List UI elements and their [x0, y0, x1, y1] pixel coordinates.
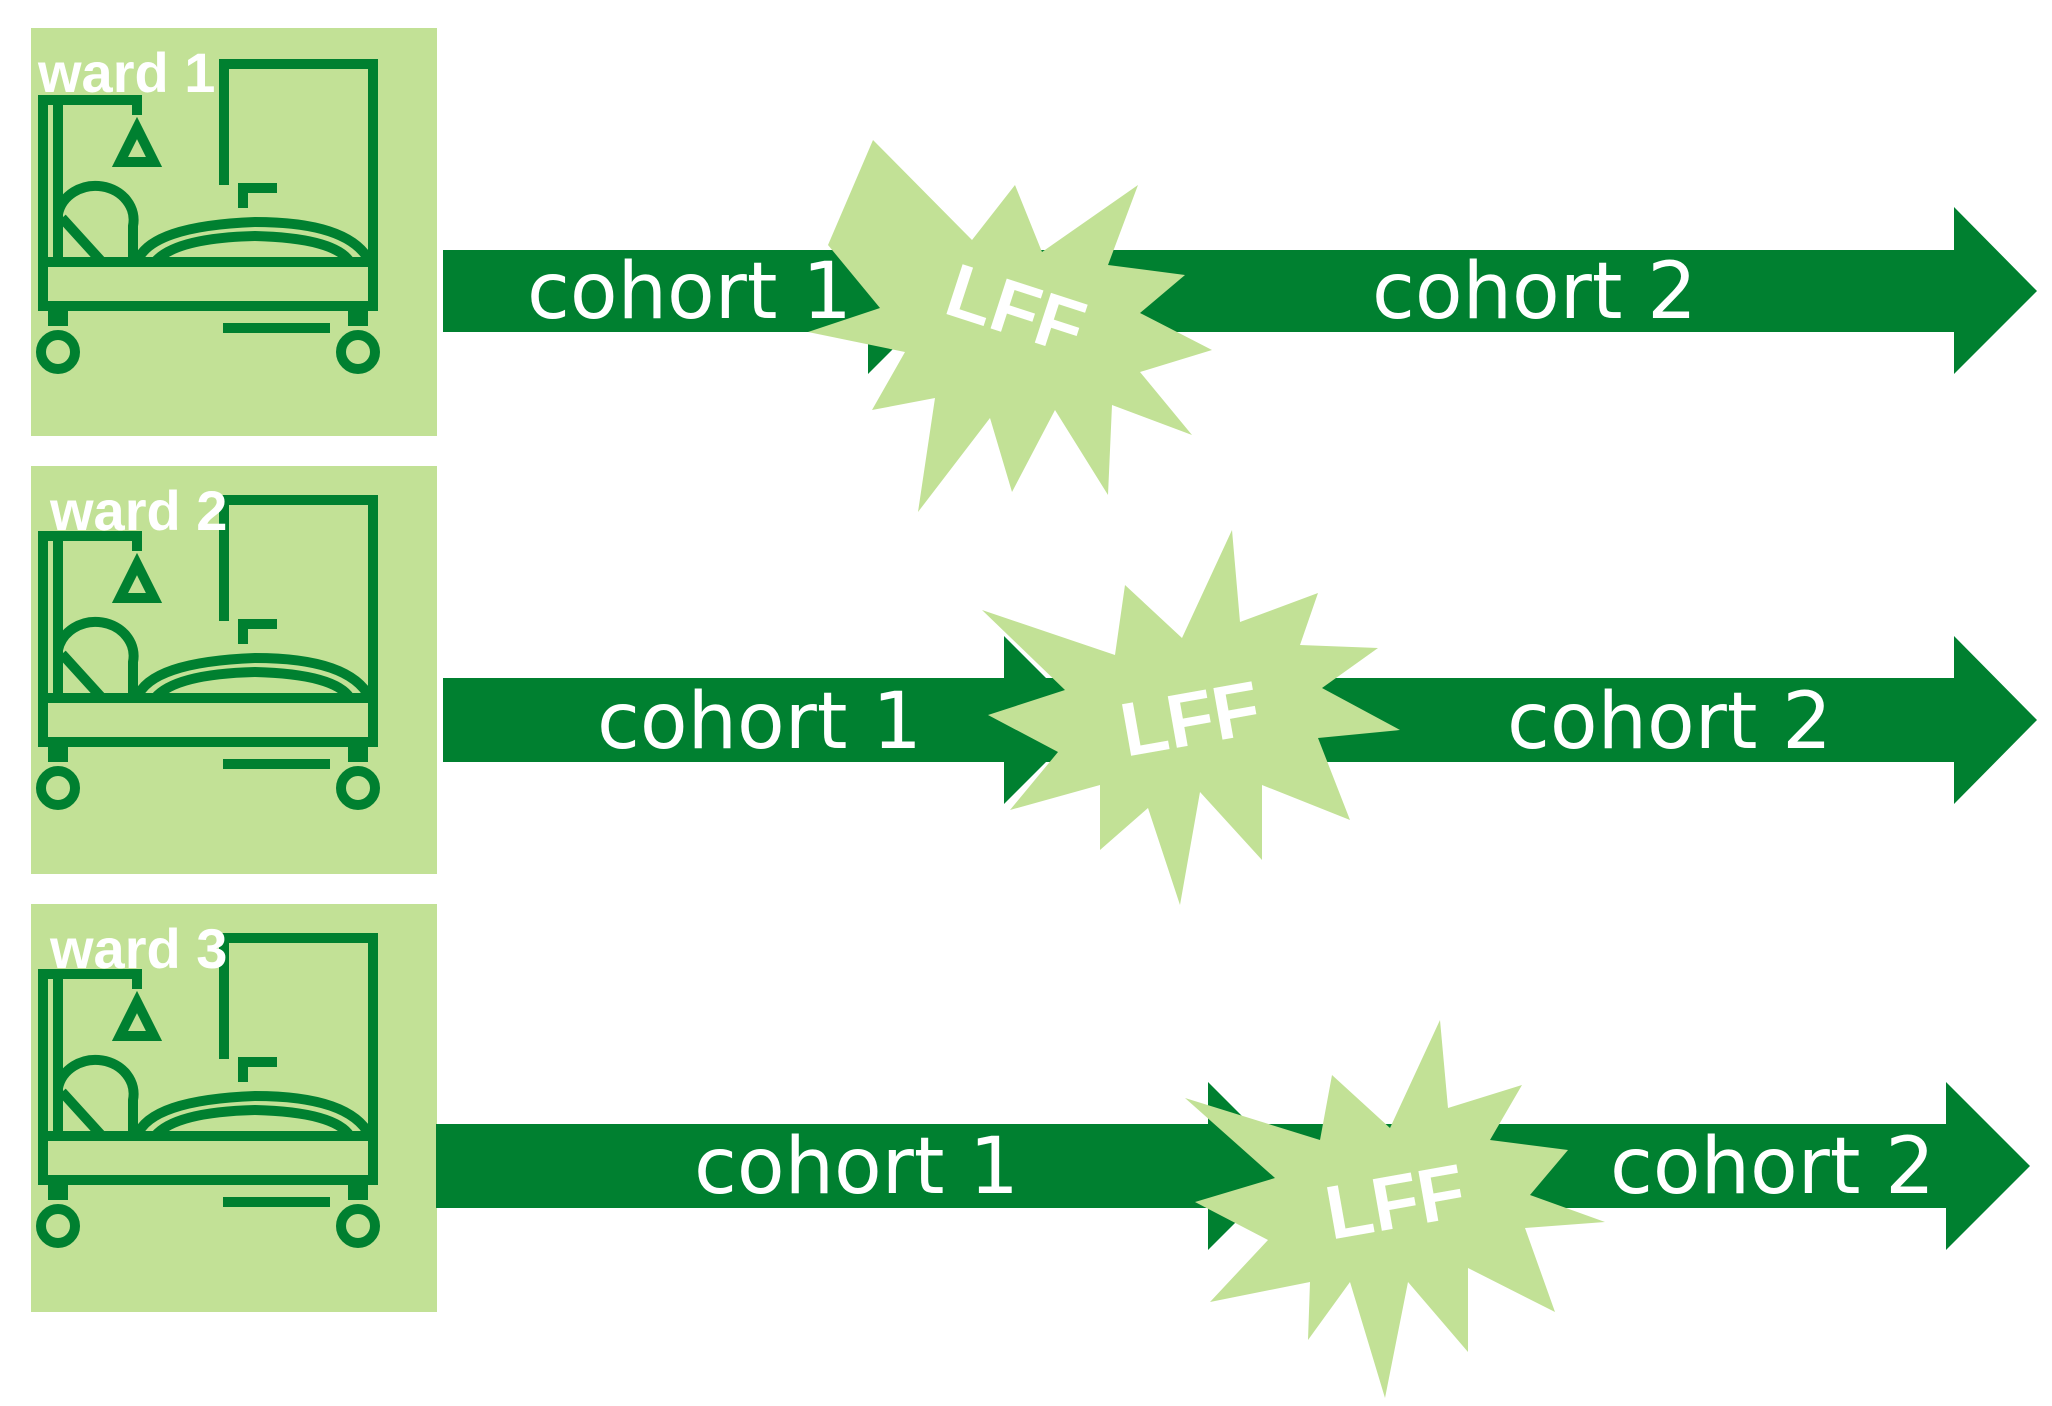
cohort-before-label-1: cohort 1 [527, 247, 852, 337]
ward-label-2: ward 2 [49, 479, 227, 542]
cohort-after-label-1: cohort 2 [1372, 247, 1697, 337]
arrow-notch-2b [1004, 762, 1046, 804]
lff-burst-1 [808, 140, 1212, 512]
ward-label-3: ward 3 [49, 917, 227, 980]
cohort-after-label-2: cohort 2 [1507, 677, 1832, 767]
cohort-bar-3 [436, 1124, 1949, 1208]
ward-row-1: ward 1 cohort 1 cohort 2 LFF [31, 28, 2037, 512]
ward-row-3: ward 3 cohort 1 cohort 2 LFF [31, 904, 2030, 1398]
lff-burst-2 [982, 530, 1400, 905]
lff-burst-3 [1185, 1020, 1605, 1398]
cohort-before-label-2: cohort 1 [597, 677, 922, 767]
ward-row-2: ward 2 cohort 1 cohort 2 LFF [31, 466, 2037, 905]
cohort-bar-1 [443, 250, 1957, 332]
ward-label-1: ward 1 [37, 41, 215, 104]
arrow-head-1 [1954, 207, 2037, 374]
cohort-after-label-3: cohort 2 [1610, 1122, 1935, 1212]
arrow-notch-2 [1004, 636, 1046, 678]
arrow-head-3 [1946, 1082, 2030, 1250]
cohort-before-label-3: cohort 1 [694, 1122, 1019, 1212]
arrow-head-2 [1954, 636, 2037, 804]
